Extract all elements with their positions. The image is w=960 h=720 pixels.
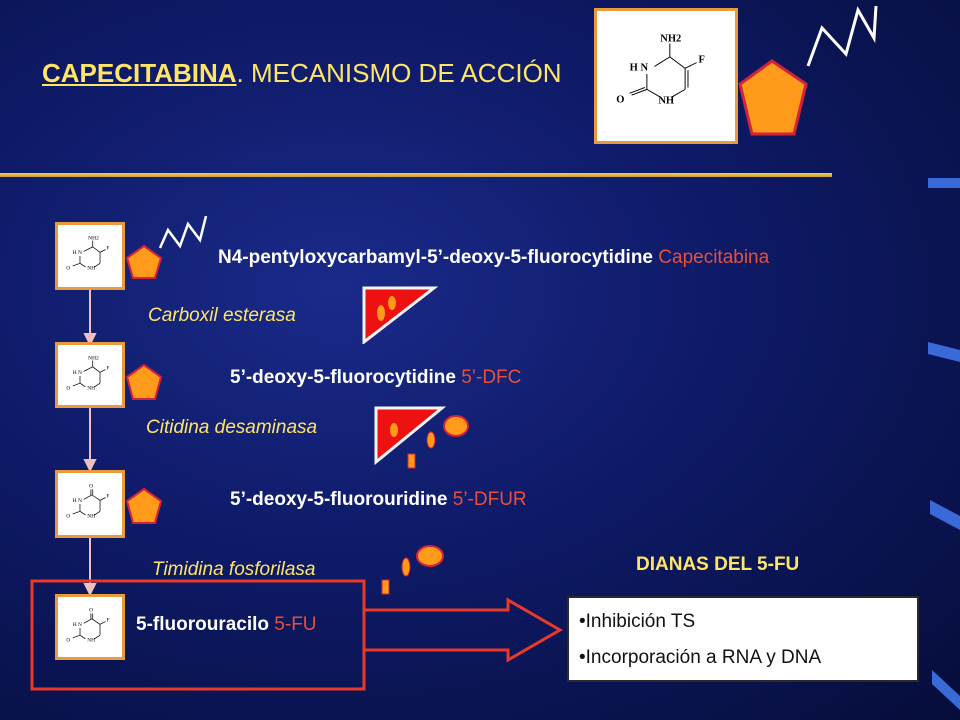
step-5dfc: 5’-deoxy-5-fluorocytidine 5’-DFC — [230, 367, 521, 389]
enzyme-triangle-icon — [362, 286, 438, 344]
title-rest: . MECANISMO DE ACCIÓN — [236, 58, 562, 88]
label-nh: NH — [87, 266, 95, 272]
label-f: F — [699, 55, 705, 66]
pentagon-icon — [125, 487, 163, 524]
label-nh: NH — [87, 386, 95, 392]
step-capecitabina: N4-pentyloxycarbamyl-5’-deoxy-5-fluorocy… — [218, 247, 769, 269]
label-f: F — [106, 246, 109, 252]
label-o: O — [616, 95, 624, 106]
step-abbr: 5’-DFC — [461, 367, 522, 388]
list-item: •Inhibición TS — [579, 611, 696, 632]
label-o: O — [66, 514, 70, 520]
label-nh: NH — [658, 96, 674, 107]
structure-capecitabina: NH2 H N F O NH — [55, 222, 125, 290]
label-hn: H N — [73, 498, 82, 504]
title-divider — [0, 173, 832, 177]
step-abbr: 5’-DFUR — [452, 489, 527, 510]
structure-5dfur: O H N F O NH — [55, 470, 125, 538]
enzyme-timidina-fosforilasa: Timidina fosforilasa — [152, 559, 316, 580]
step-5dfur: 5’-deoxy-5-fluorouridine 5’-DFUR — [230, 489, 527, 511]
step-name: 5’-deoxy-5-fluorouridine — [230, 489, 448, 510]
label-hn: H N — [73, 370, 82, 376]
enzyme-citidina-desaminasa: Citidina desaminasa — [146, 417, 318, 438]
pentagon-zigzag-icon — [125, 216, 208, 279]
label-nh: NH — [87, 514, 95, 520]
step-name: 5-fluorouracilo — [136, 614, 270, 635]
step-name: N4-pentyloxycarbamyl-5’-deoxy-5-fluorocy… — [218, 247, 653, 268]
enzyme-carboxil-esterasa: Carboxil esterasa — [148, 305, 296, 326]
enzyme-fragments-icon — [381, 545, 444, 595]
step-abbr: Capecitabina — [658, 247, 770, 268]
dianas-list: •Inhibición TS •Incorporación a RNA y DN… — [567, 596, 919, 682]
structure-5fu: O H N F O NH — [55, 594, 125, 660]
label-o-top: O — [89, 484, 93, 490]
label-o: O — [66, 638, 70, 644]
label-nh2: NH2 — [660, 34, 681, 45]
structure-5dfc: NH2 H N F O NH — [55, 342, 125, 408]
pentagon-zigzag-large-icon — [738, 6, 878, 136]
label-f: F — [106, 618, 109, 624]
pentagon-icon — [125, 363, 163, 400]
step-abbr: 5-FU — [274, 614, 317, 635]
label-o: O — [66, 386, 70, 392]
page-title: CAPECITABINA. MECANISMO DE ACCIÓN — [42, 58, 562, 89]
enzyme-triangle-icon — [374, 406, 469, 469]
list-item: •Incorporación a RNA y DNA — [579, 647, 822, 668]
label-hn: H N — [73, 250, 82, 256]
edge-decoration-icon — [928, 178, 960, 710]
label-nh: NH — [87, 638, 95, 644]
label-hn: H N — [73, 622, 82, 628]
label-f: F — [106, 366, 109, 372]
label-hn: H N — [630, 62, 649, 73]
cytosine-structure-large: NH2 H N F O NH — [594, 8, 738, 144]
dianas-title: DIANAS DEL 5-FU — [636, 554, 800, 575]
label-nh2: NH2 — [88, 356, 99, 362]
label-o-top: O — [89, 608, 93, 614]
title-drug: CAPECITABINA — [42, 58, 237, 88]
step-5fu: 5-fluorouracilo 5-FU — [136, 614, 317, 636]
label-f: F — [106, 494, 109, 500]
label-o: O — [66, 266, 70, 272]
step-name: 5’-deoxy-5-fluorocytidine — [230, 367, 456, 388]
label-nh2: NH2 — [88, 236, 99, 242]
